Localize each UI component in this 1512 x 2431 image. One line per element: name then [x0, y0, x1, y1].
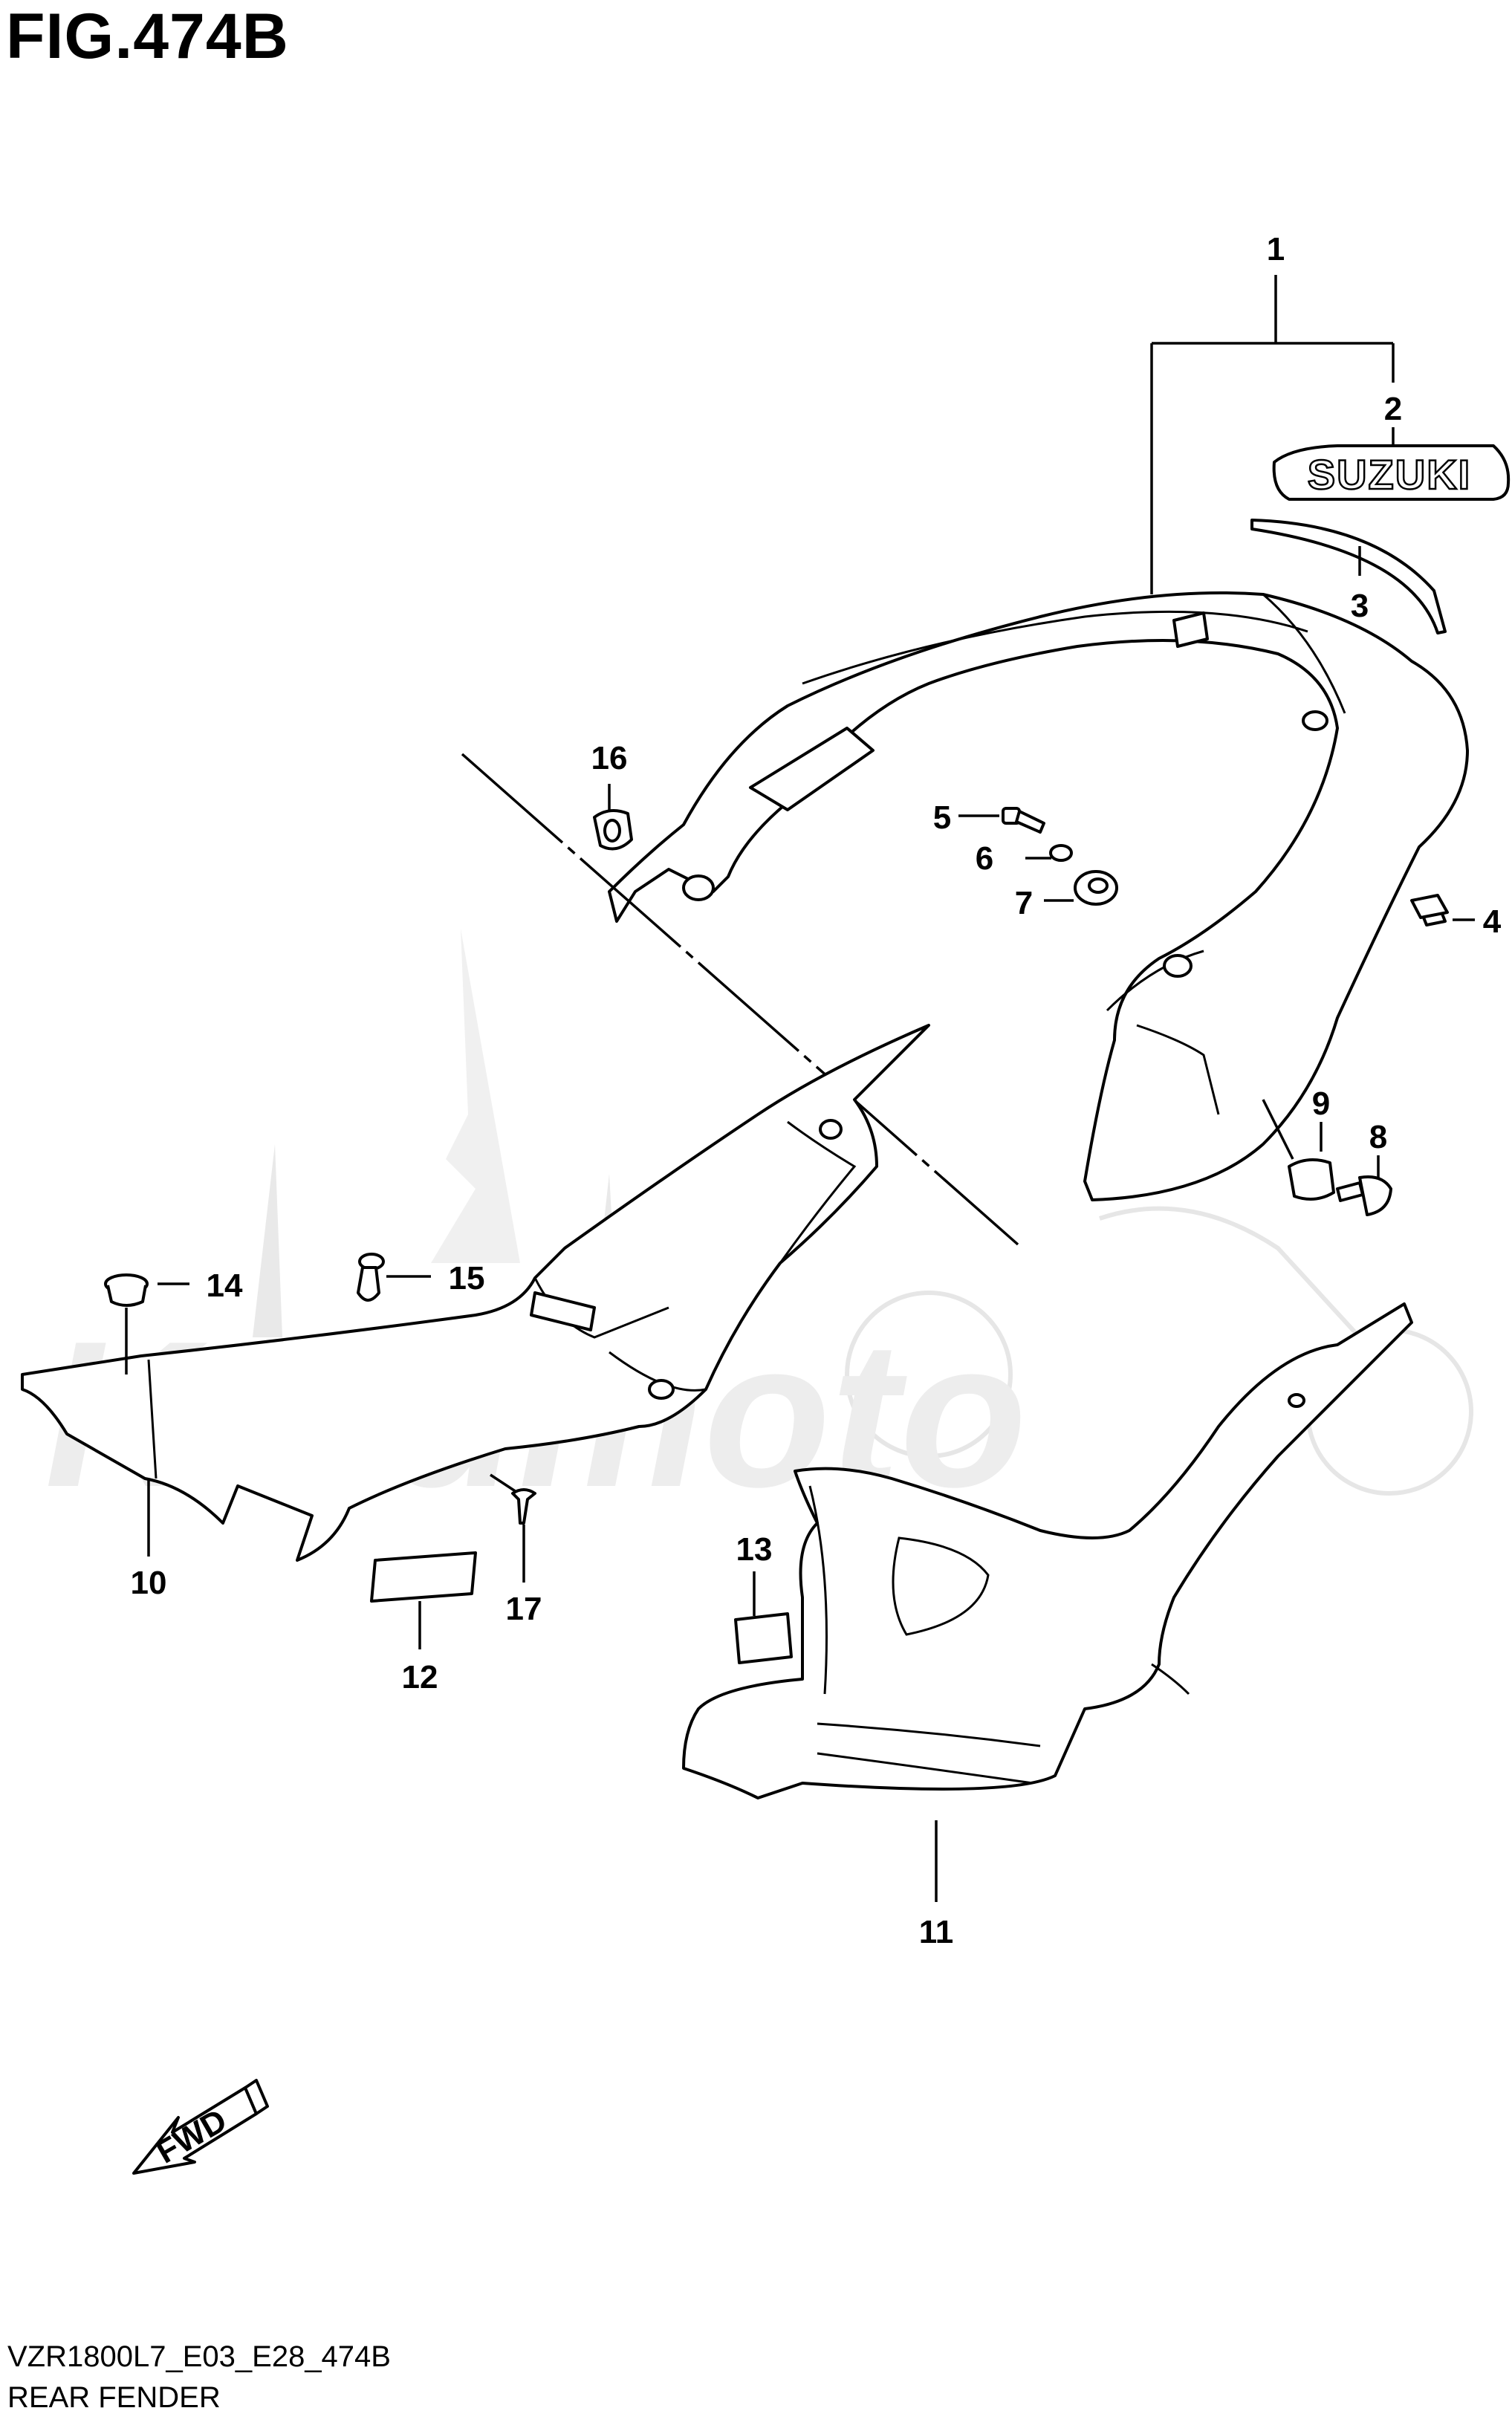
callout-13: 13: [736, 1531, 773, 1568]
callout-8: 8: [1369, 1119, 1387, 1155]
callout-17: 17: [506, 1591, 542, 1627]
pad-13: [734, 1571, 793, 1664]
inner-rear-fender: [21, 1024, 930, 1562]
callout-3: 3: [1351, 588, 1369, 624]
screw-17: [490, 1473, 536, 1583]
pad-12: [370, 1551, 477, 1649]
bolt-grommet-8-9: [1262, 1099, 1392, 1216]
push-rivet-15: [357, 1253, 431, 1302]
callout-16: 16: [591, 740, 628, 776]
suzuki-emblem-text: SUZUKI: [1308, 451, 1471, 498]
plug-14: [104, 1273, 189, 1374]
callout-10: 10: [131, 1565, 167, 1601]
guide-line: [461, 753, 1019, 1246]
callout-2: 2: [1384, 391, 1402, 427]
clip-nut: [1410, 894, 1475, 921]
trim-strip: [1250, 519, 1447, 634]
callout-4: 4: [1483, 903, 1502, 940]
callout-6: 6: [976, 840, 993, 877]
rear-fender-cowl: [608, 591, 1469, 1201]
callout-14: 14: [207, 1268, 243, 1304]
callout-1: 1: [1267, 231, 1285, 267]
callout-9: 9: [1312, 1085, 1330, 1122]
figure-title: FIG.474B: [6, 1, 289, 72]
callout-5: 5: [933, 799, 951, 836]
callout-15: 15: [449, 1260, 485, 1296]
callout-12: 12: [402, 1659, 438, 1695]
grommet-16: [593, 784, 633, 851]
side-cover-11: [682, 1302, 1413, 1902]
callout-7: 7: [1015, 885, 1033, 921]
screw-spacer-grommet: [958, 807, 1118, 906]
callout-1-bracket: [1150, 275, 1395, 594]
suzuki-emblem: SUZUKI: [1272, 427, 1511, 501]
callout-labels: 1 2 3 4 5 6 7 8 9 10 11 12 13 14 15 16 1…: [131, 231, 1502, 1950]
model-code: VZR1800L7_E03_E28_474B: [7, 2340, 391, 2373]
callout-11: 11: [919, 1914, 954, 1950]
figure-name: REAR FENDER: [7, 2381, 221, 2414]
fwd-arrow: FWD: [132, 2079, 269, 2175]
